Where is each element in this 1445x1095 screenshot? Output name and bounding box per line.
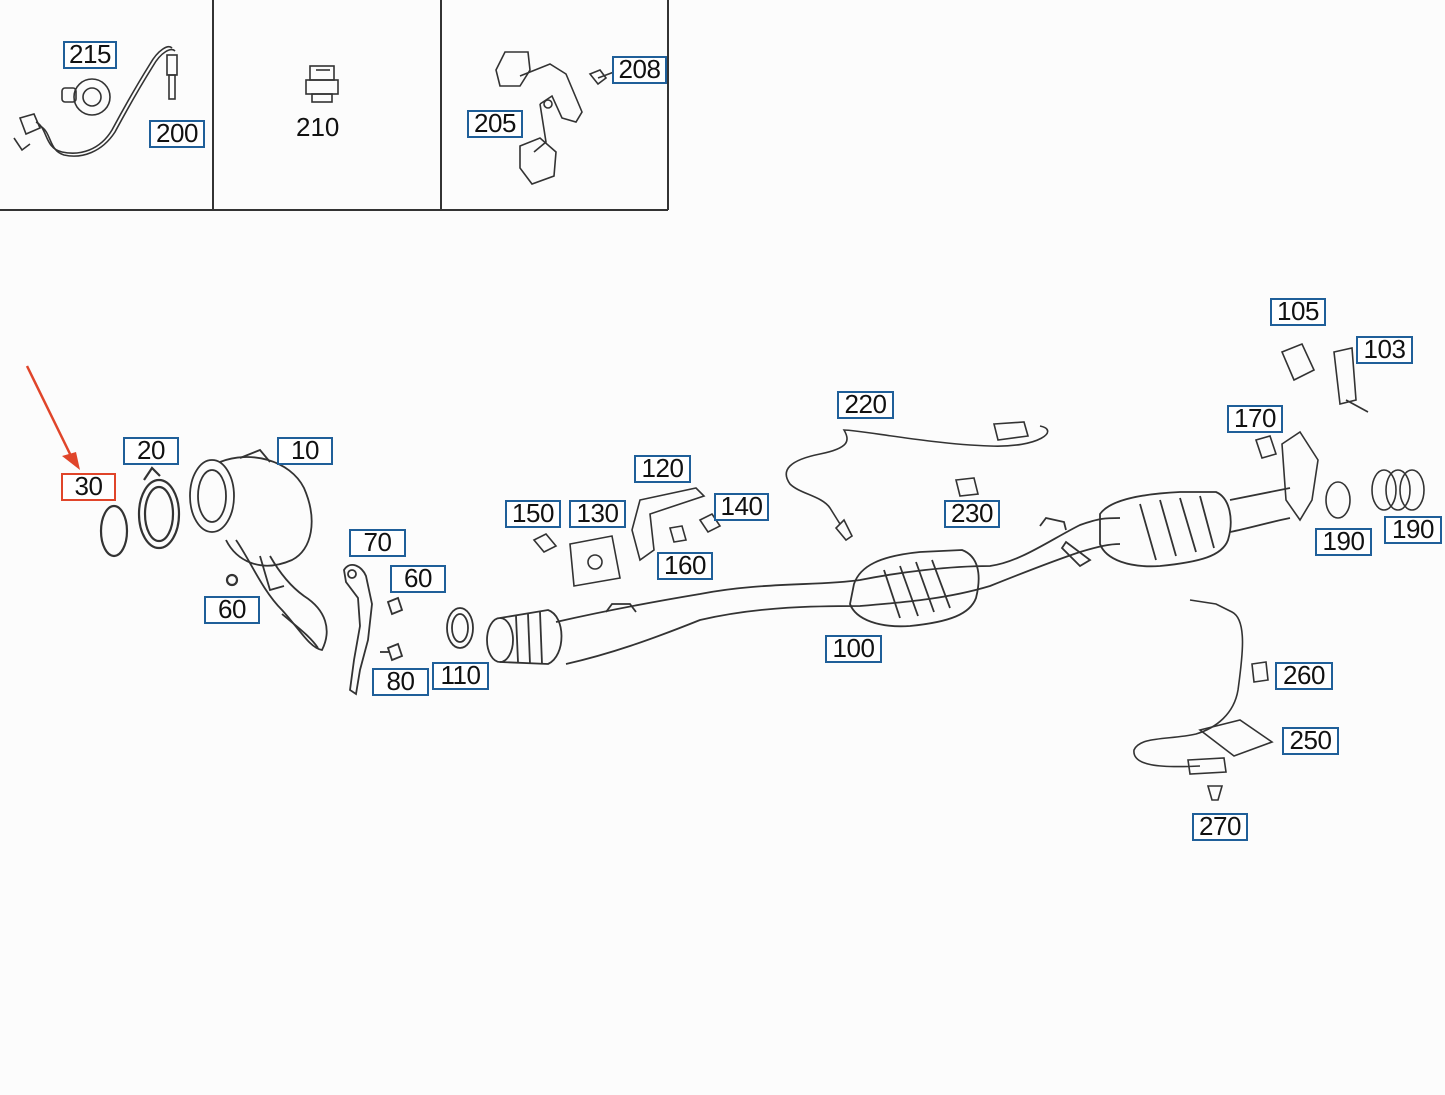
callout-130[interactable]: 130 (569, 500, 626, 528)
callout-160[interactable]: 160 (657, 552, 713, 580)
callout-70[interactable]: 70 (349, 529, 406, 557)
callout-205[interactable]: 205 (467, 110, 523, 138)
callout-140[interactable]: 140 (714, 493, 769, 521)
hanger-brackets-drawing (532, 487, 722, 587)
callout-215[interactable]: 215 (63, 41, 117, 69)
callout-100[interactable]: 100 (825, 635, 882, 663)
nox-sensor-drawing (1133, 599, 1274, 801)
inset-panels-frame (0, 0, 669, 211)
rear-bracket-parts-drawing (1254, 342, 1425, 522)
callout-200[interactable]: 200 (149, 120, 205, 148)
callout-270[interactable]: 270 (1192, 813, 1248, 841)
middle-converter-drawing (849, 549, 980, 628)
flange-drawing (446, 607, 563, 665)
temperature-sensor-drawing (785, 421, 1049, 542)
indicator-arrow (25, 365, 80, 470)
callout-170[interactable]: 170 (1227, 405, 1283, 433)
rear-converter-drawing (1099, 491, 1232, 568)
callout-230[interactable]: 230 (944, 500, 1000, 528)
label-210: 210 (296, 112, 340, 142)
callout-103[interactable]: 103 (1356, 336, 1413, 364)
callout-80[interactable]: 80 (372, 668, 429, 696)
callout-120[interactable]: 120 (634, 455, 691, 483)
callout-30-selected[interactable]: 30 (61, 473, 116, 501)
callout-150[interactable]: 150 (505, 500, 561, 528)
callout-60-nut[interactable]: 60 (204, 596, 260, 624)
front-catalytic-converter-drawing (189, 448, 328, 651)
callout-20[interactable]: 20 (123, 437, 179, 465)
clip-drawing (305, 65, 339, 103)
support-bracket-drawing (343, 563, 404, 696)
callout-190-left[interactable]: 190 (1315, 528, 1372, 556)
oxygen-sensor-drawing (13, 46, 178, 157)
callout-220[interactable]: 220 (837, 391, 894, 419)
callout-110[interactable]: 110 (432, 662, 489, 690)
callout-10[interactable]: 10 (277, 437, 333, 465)
bracket-drawing (495, 51, 615, 185)
callout-208[interactable]: 208 (612, 56, 667, 84)
callout-260[interactable]: 260 (1275, 662, 1333, 690)
callout-60-bolt[interactable]: 60 (390, 565, 446, 593)
gasket-and-clamp-drawing (99, 466, 239, 587)
callout-250[interactable]: 250 (1282, 727, 1339, 755)
callout-190-right[interactable]: 190 (1384, 516, 1442, 544)
callout-105[interactable]: 105 (1270, 298, 1326, 326)
